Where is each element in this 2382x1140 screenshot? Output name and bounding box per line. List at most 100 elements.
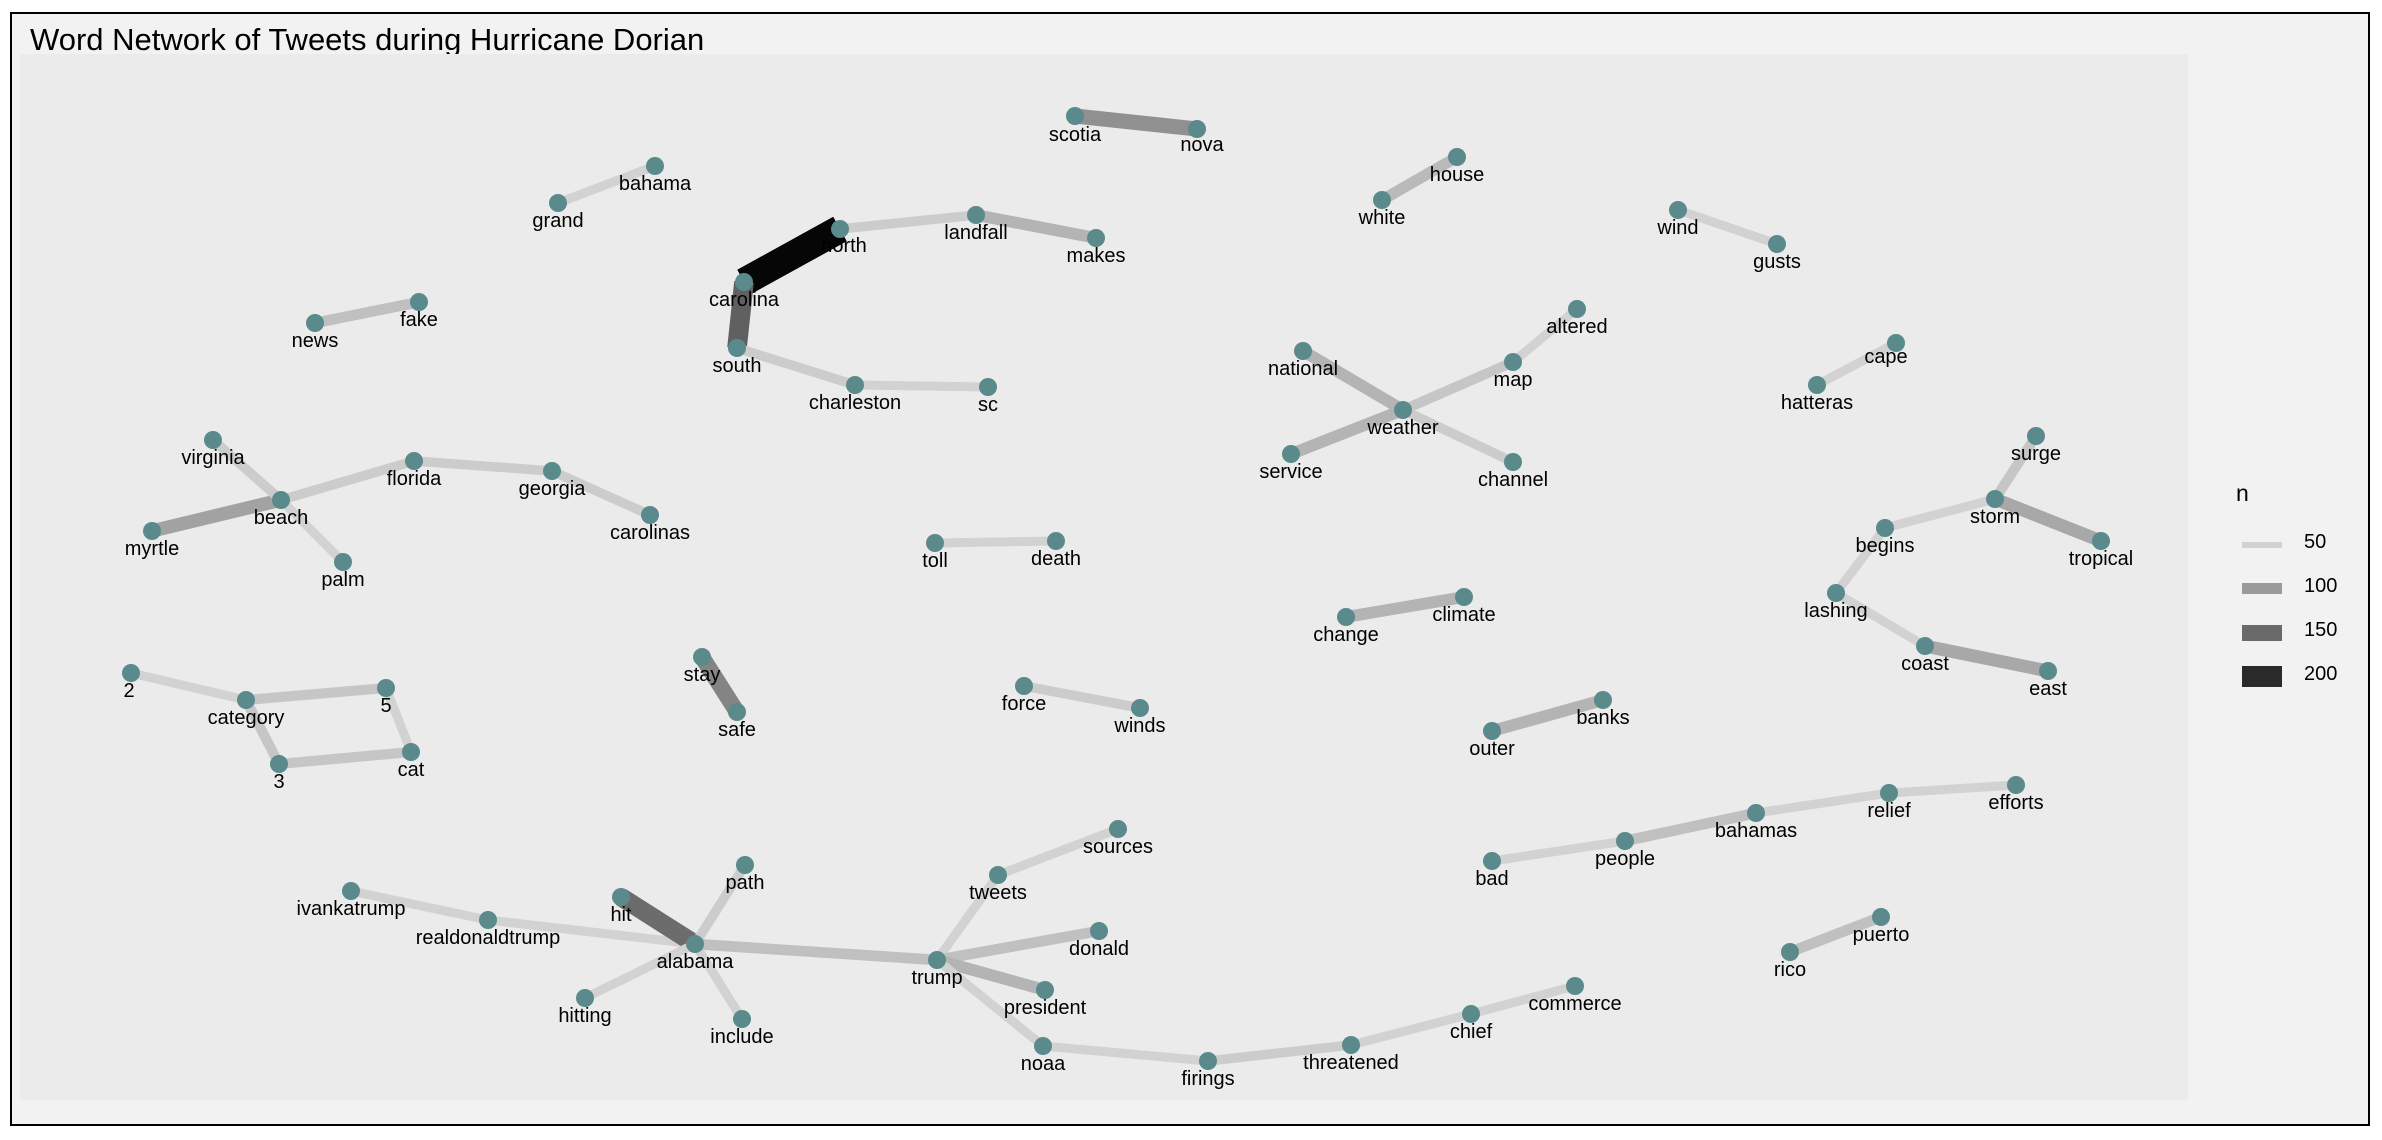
node-label-banks: banks: [1576, 707, 1629, 729]
node-label-people: people: [1595, 848, 1655, 870]
node-label-makes: makes: [1067, 245, 1126, 267]
node-safe: [728, 703, 746, 721]
node-label-hatteras: hatteras: [1781, 392, 1853, 414]
legend-label: 100: [2304, 575, 2338, 597]
edge-coast-east: [1923, 639, 2050, 678]
edge-white-house: [1379, 152, 1460, 205]
node-label-virginia: virginia: [181, 447, 245, 469]
node-climate: [1455, 588, 1473, 606]
node-label-toll: toll: [922, 550, 948, 572]
node-puerto: [1872, 908, 1890, 926]
edge-trump-donald: [936, 925, 1100, 966]
node-label-category: category: [208, 707, 285, 729]
legend-swatch: [2242, 624, 2282, 641]
node-label-include: include: [710, 1026, 773, 1048]
node-label-rico: rico: [1774, 959, 1806, 981]
node-hitting: [576, 989, 594, 1007]
legend-key: [2242, 665, 2282, 688]
legend-entry: 200: [2232, 655, 2352, 699]
node-label-white: white: [1358, 207, 1406, 229]
edge-south-carolina: [727, 280, 754, 350]
edge-south-charleston: [735, 343, 857, 390]
legend-swatch: [2242, 666, 2282, 687]
node-charleston: [846, 376, 864, 394]
node-gusts: [1768, 235, 1786, 253]
node-cape: [1887, 334, 1905, 352]
node-ivankatrump: [342, 882, 360, 900]
node-label-efforts: efforts: [1988, 792, 2043, 814]
node-label-georgia: georgia: [519, 478, 587, 500]
node-label-map: map: [1494, 369, 1533, 391]
edge-landfall-makes: [974, 209, 1098, 244]
edge-realdonaldtrump-alabama: [487, 915, 696, 949]
node-tweets: [989, 866, 1007, 884]
edge-charleston-sc: [854, 380, 989, 392]
edge-tweets-sources: [996, 824, 1120, 880]
node-label-nova: nova: [1180, 134, 1224, 156]
node-trump: [928, 951, 946, 969]
edge-lashing-begins: [1832, 525, 1889, 596]
node-label-hitting: hitting: [558, 1005, 611, 1027]
edge-noaa-firings: [1042, 1041, 1209, 1066]
edge-change-climate: [1345, 591, 1465, 623]
node-label-gusts: gusts: [1753, 251, 1801, 273]
node-landfall: [967, 206, 985, 224]
node-death: [1047, 532, 1065, 550]
legend-entry: 50: [2232, 523, 2352, 567]
edge-trump-president: [935, 954, 1047, 996]
node-label-tweets: tweets: [969, 882, 1027, 904]
node-label-firings: firings: [1181, 1068, 1234, 1090]
node-nova: [1188, 120, 1206, 138]
node-label-florida: florida: [387, 468, 442, 490]
node-label-landfall: landfall: [944, 222, 1007, 244]
node-label-myrtle: myrtle: [125, 538, 179, 560]
node-label-outer: outer: [1469, 738, 1515, 760]
node-label-lashing: lashing: [1804, 600, 1867, 622]
node-label-noaa: noaa: [1021, 1053, 1066, 1075]
node-label-5: 5: [380, 695, 391, 717]
node-news: [306, 314, 324, 332]
edge-alabama-hitting: [583, 939, 697, 1003]
node-outer: [1483, 722, 1501, 740]
node-fake: [410, 293, 428, 311]
node-noaa: [1034, 1037, 1052, 1055]
node-banks: [1594, 691, 1612, 709]
node-label-3: 3: [273, 771, 284, 793]
edge-hit-alabama: [616, 889, 700, 952]
node-myrtle: [143, 522, 161, 540]
edge-bad-people: [1491, 836, 1626, 866]
node-label-cape: cape: [1864, 346, 1907, 368]
node-florida: [405, 452, 423, 470]
node-label-path: path: [726, 872, 765, 894]
edge-relief-efforts: [1888, 780, 2017, 798]
node-label-sources: sources: [1083, 836, 1153, 858]
node-label-climate: climate: [1432, 604, 1495, 626]
node-storm: [1986, 490, 2004, 508]
node-grand: [549, 194, 567, 212]
edge-beach-florida: [279, 456, 416, 505]
node-map: [1504, 353, 1522, 371]
legend-entry: 100: [2232, 567, 2352, 611]
edge-virginia-beach: [209, 436, 285, 504]
node-include: [733, 1010, 751, 1028]
node-channel: [1504, 453, 1522, 471]
edge-weather-channel: [1400, 405, 1516, 467]
node-label-scotia: scotia: [1049, 124, 1102, 146]
node-sc: [979, 378, 997, 396]
legend-swatch: [2242, 583, 2282, 594]
node-label-death: death: [1031, 548, 1081, 570]
node-label-news: news: [292, 330, 339, 352]
edge-storm-tropical: [1992, 492, 2104, 548]
legend-title: n: [2236, 480, 2249, 506]
node-realdonaldtrump: [479, 911, 497, 929]
legend-label: 200: [2304, 663, 2338, 685]
edge-grand-bahama: [556, 161, 657, 208]
node-label-beach: beach: [254, 507, 309, 529]
node-2: [122, 664, 140, 682]
node-category: [237, 691, 255, 709]
node-label-carolinas: carolinas: [610, 522, 690, 544]
edge-national-weather: [1299, 345, 1407, 416]
node-donald: [1090, 922, 1108, 940]
